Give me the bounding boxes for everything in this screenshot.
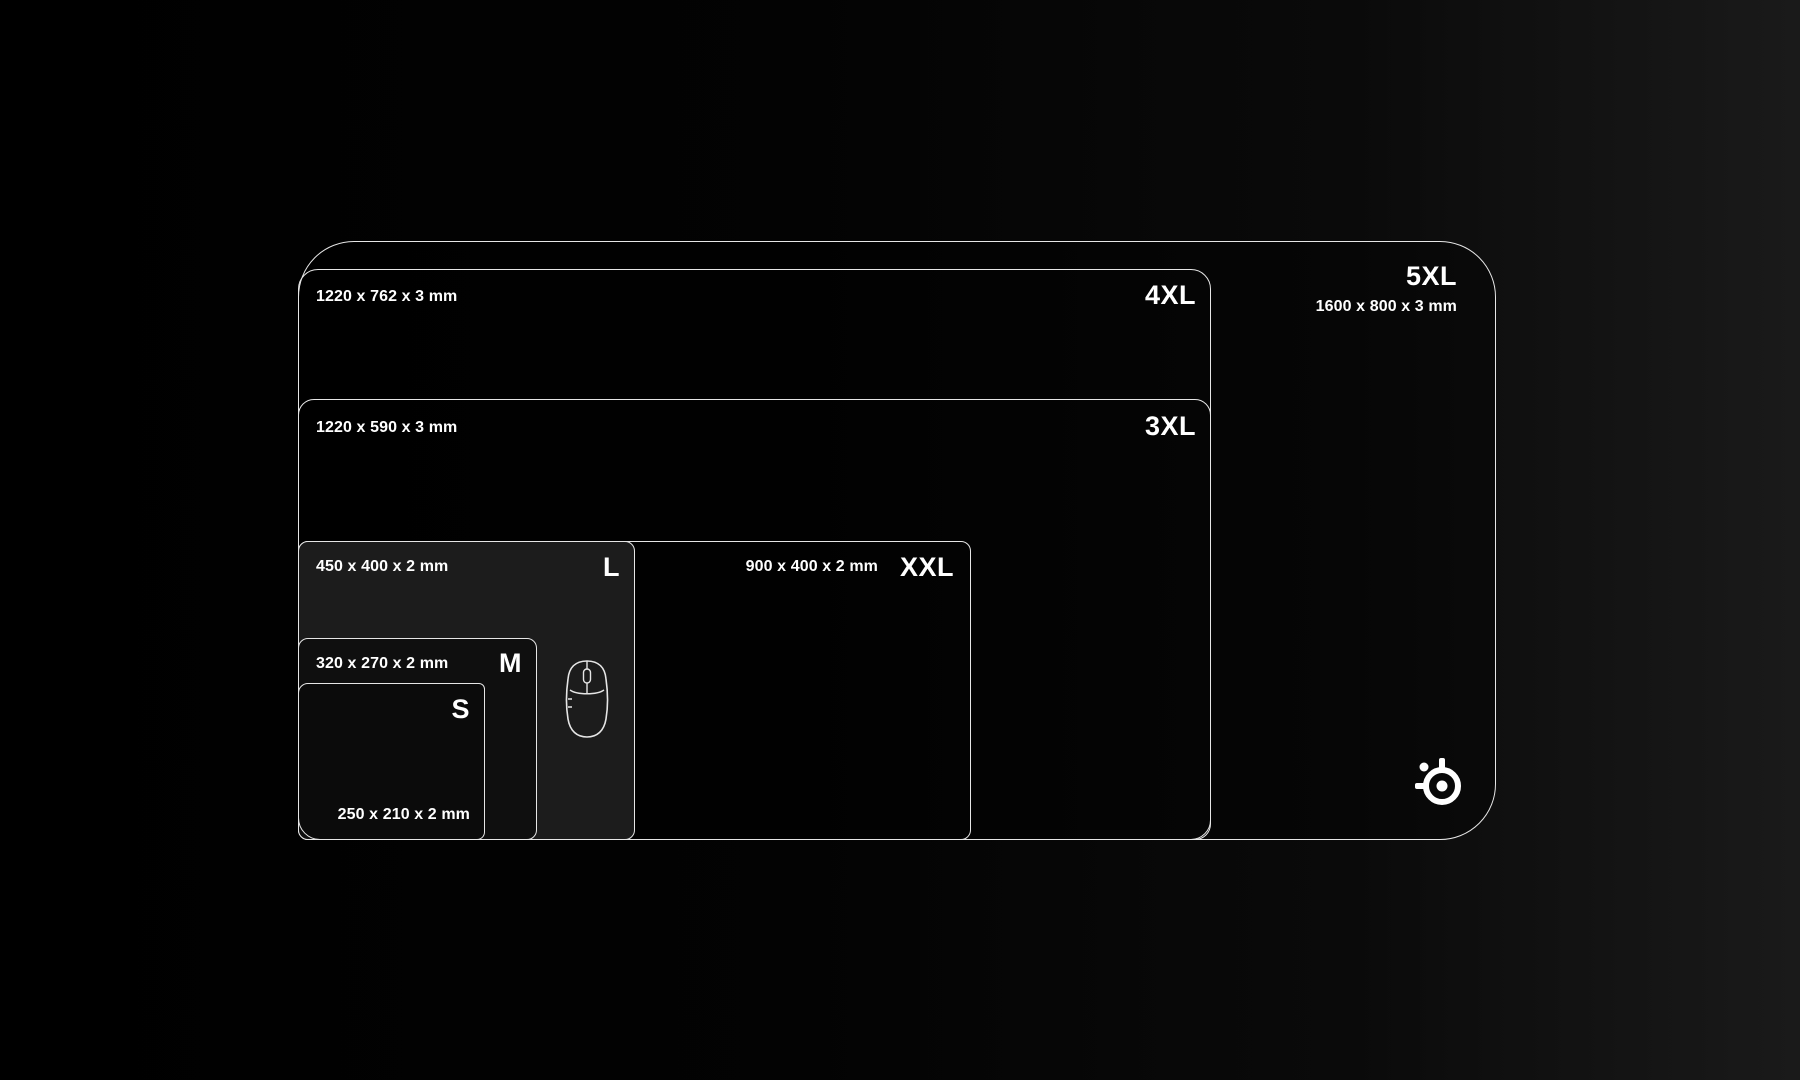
mouse-icon — [565, 660, 609, 738]
pad-m-size-label: M — [499, 648, 522, 678]
pad-s-size-label: S — [451, 694, 470, 724]
pad-s-dims-label: 250 x 210 x 2 mm — [337, 806, 470, 823]
pad-5xl-dims-label: 1600 x 800 x 3 mm — [1315, 298, 1457, 315]
pad-3xl-size-label: 3XL — [1144, 411, 1196, 441]
pad-l-dims-label: 450 x 400 x 2 mm — [316, 558, 449, 575]
pad-4xl-dims-label: 1220 x 762 x 3 mm — [316, 288, 458, 305]
pad-xxl-dims-label: 900 x 400 x 2 mm — [745, 558, 878, 575]
pad-4xl-size-label: 4XL — [1144, 280, 1196, 310]
pad-xxl-size-label: XXL — [899, 552, 954, 582]
pad-l-size-label: L — [603, 552, 620, 582]
pad-m-dims-label: 320 x 270 x 2 mm — [316, 655, 449, 672]
pad-5xl-size-label: 5XL — [1405, 261, 1457, 291]
steelseries-logo-icon — [1415, 758, 1461, 805]
pad-3xl-dims-label: 1220 x 590 x 3 mm — [316, 419, 458, 436]
pad-s-outline — [298, 683, 485, 840]
